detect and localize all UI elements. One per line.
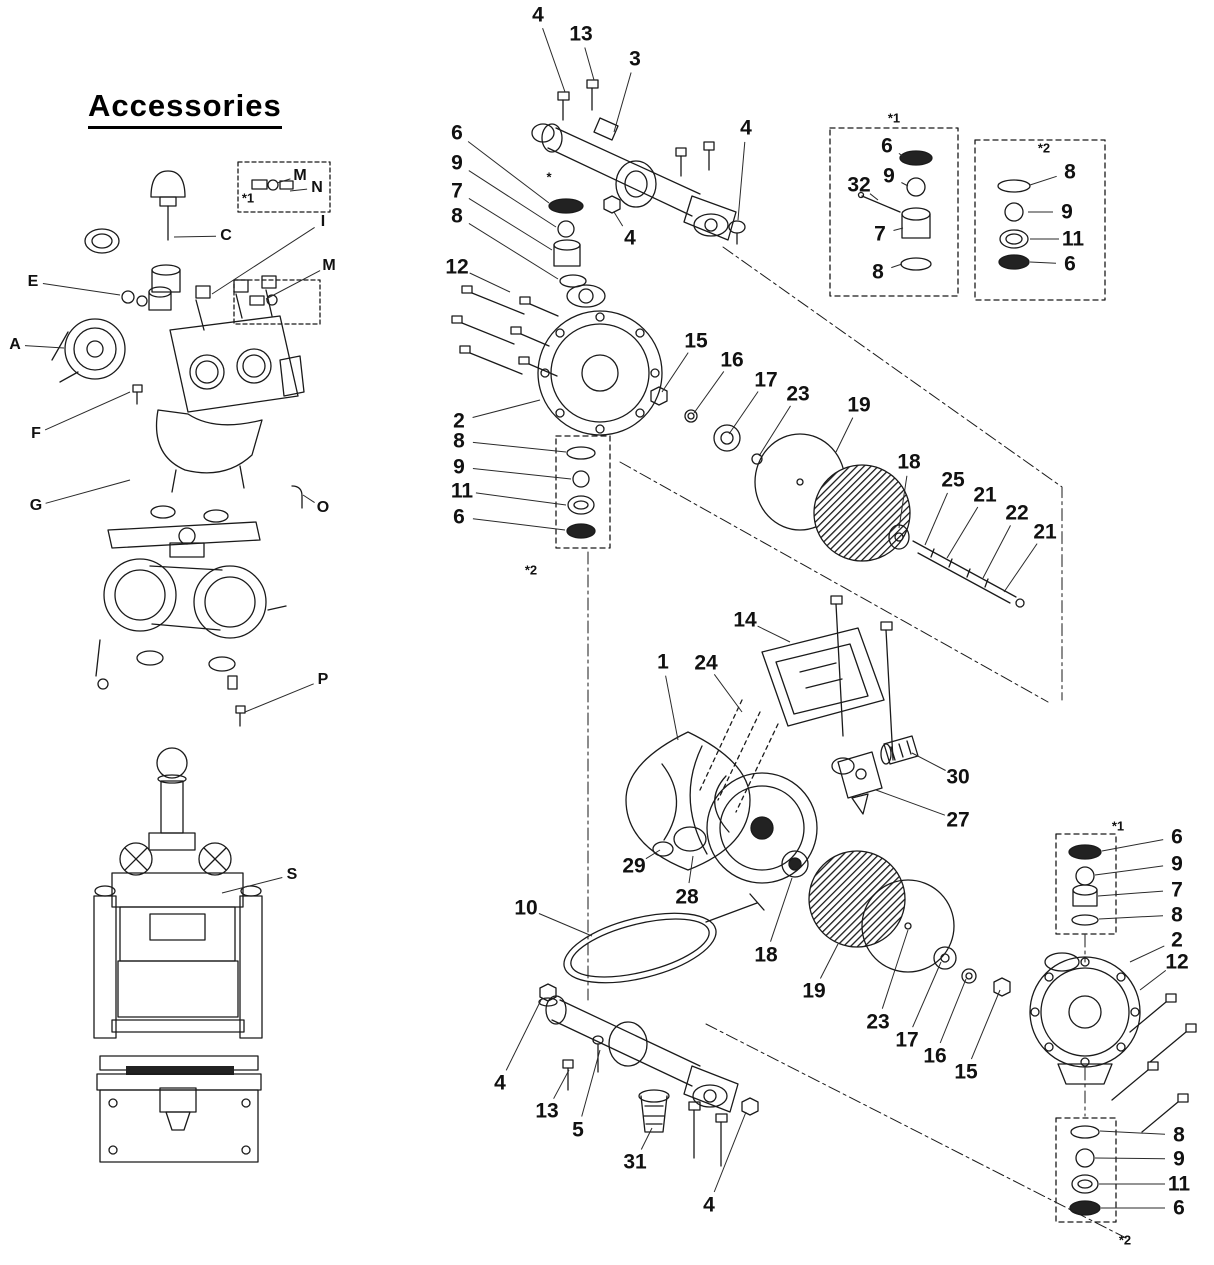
leader-lines: [24, 28, 1167, 1209]
kit-box-2-bottom: [1055, 1117, 1117, 1223]
kit-box-2-top: [974, 139, 1106, 301]
bumper-valve-parts-upper: [555, 435, 611, 549]
air-chamber-lower: [1029, 952, 1197, 1133]
air-chamber-upper: [451, 285, 663, 436]
accessory-parts-top: [51, 161, 331, 493]
outlet-manifold-assembly: [531, 79, 746, 308]
diaphragm-stack-lower: [706, 772, 1011, 997]
clamp-band: [563, 912, 717, 984]
pump-front-view: [93, 747, 263, 1163]
clamp-band-handle: [705, 893, 765, 923]
construction-lines: [587, 246, 1127, 1239]
air-valve-assembly: [831, 735, 919, 815]
page-title: Accessories: [88, 88, 282, 129]
kit-box-1-right: [1055, 833, 1117, 935]
diaphragm-shaft-train-upper: [650, 386, 1025, 608]
pump-assembly-view: [95, 485, 303, 727]
kit-box-1-top: [829, 127, 959, 297]
center-bracket: [625, 731, 751, 871]
muffler-plate-assembly: [699, 595, 894, 813]
inlet-manifold-assembly: [538, 983, 759, 1167]
